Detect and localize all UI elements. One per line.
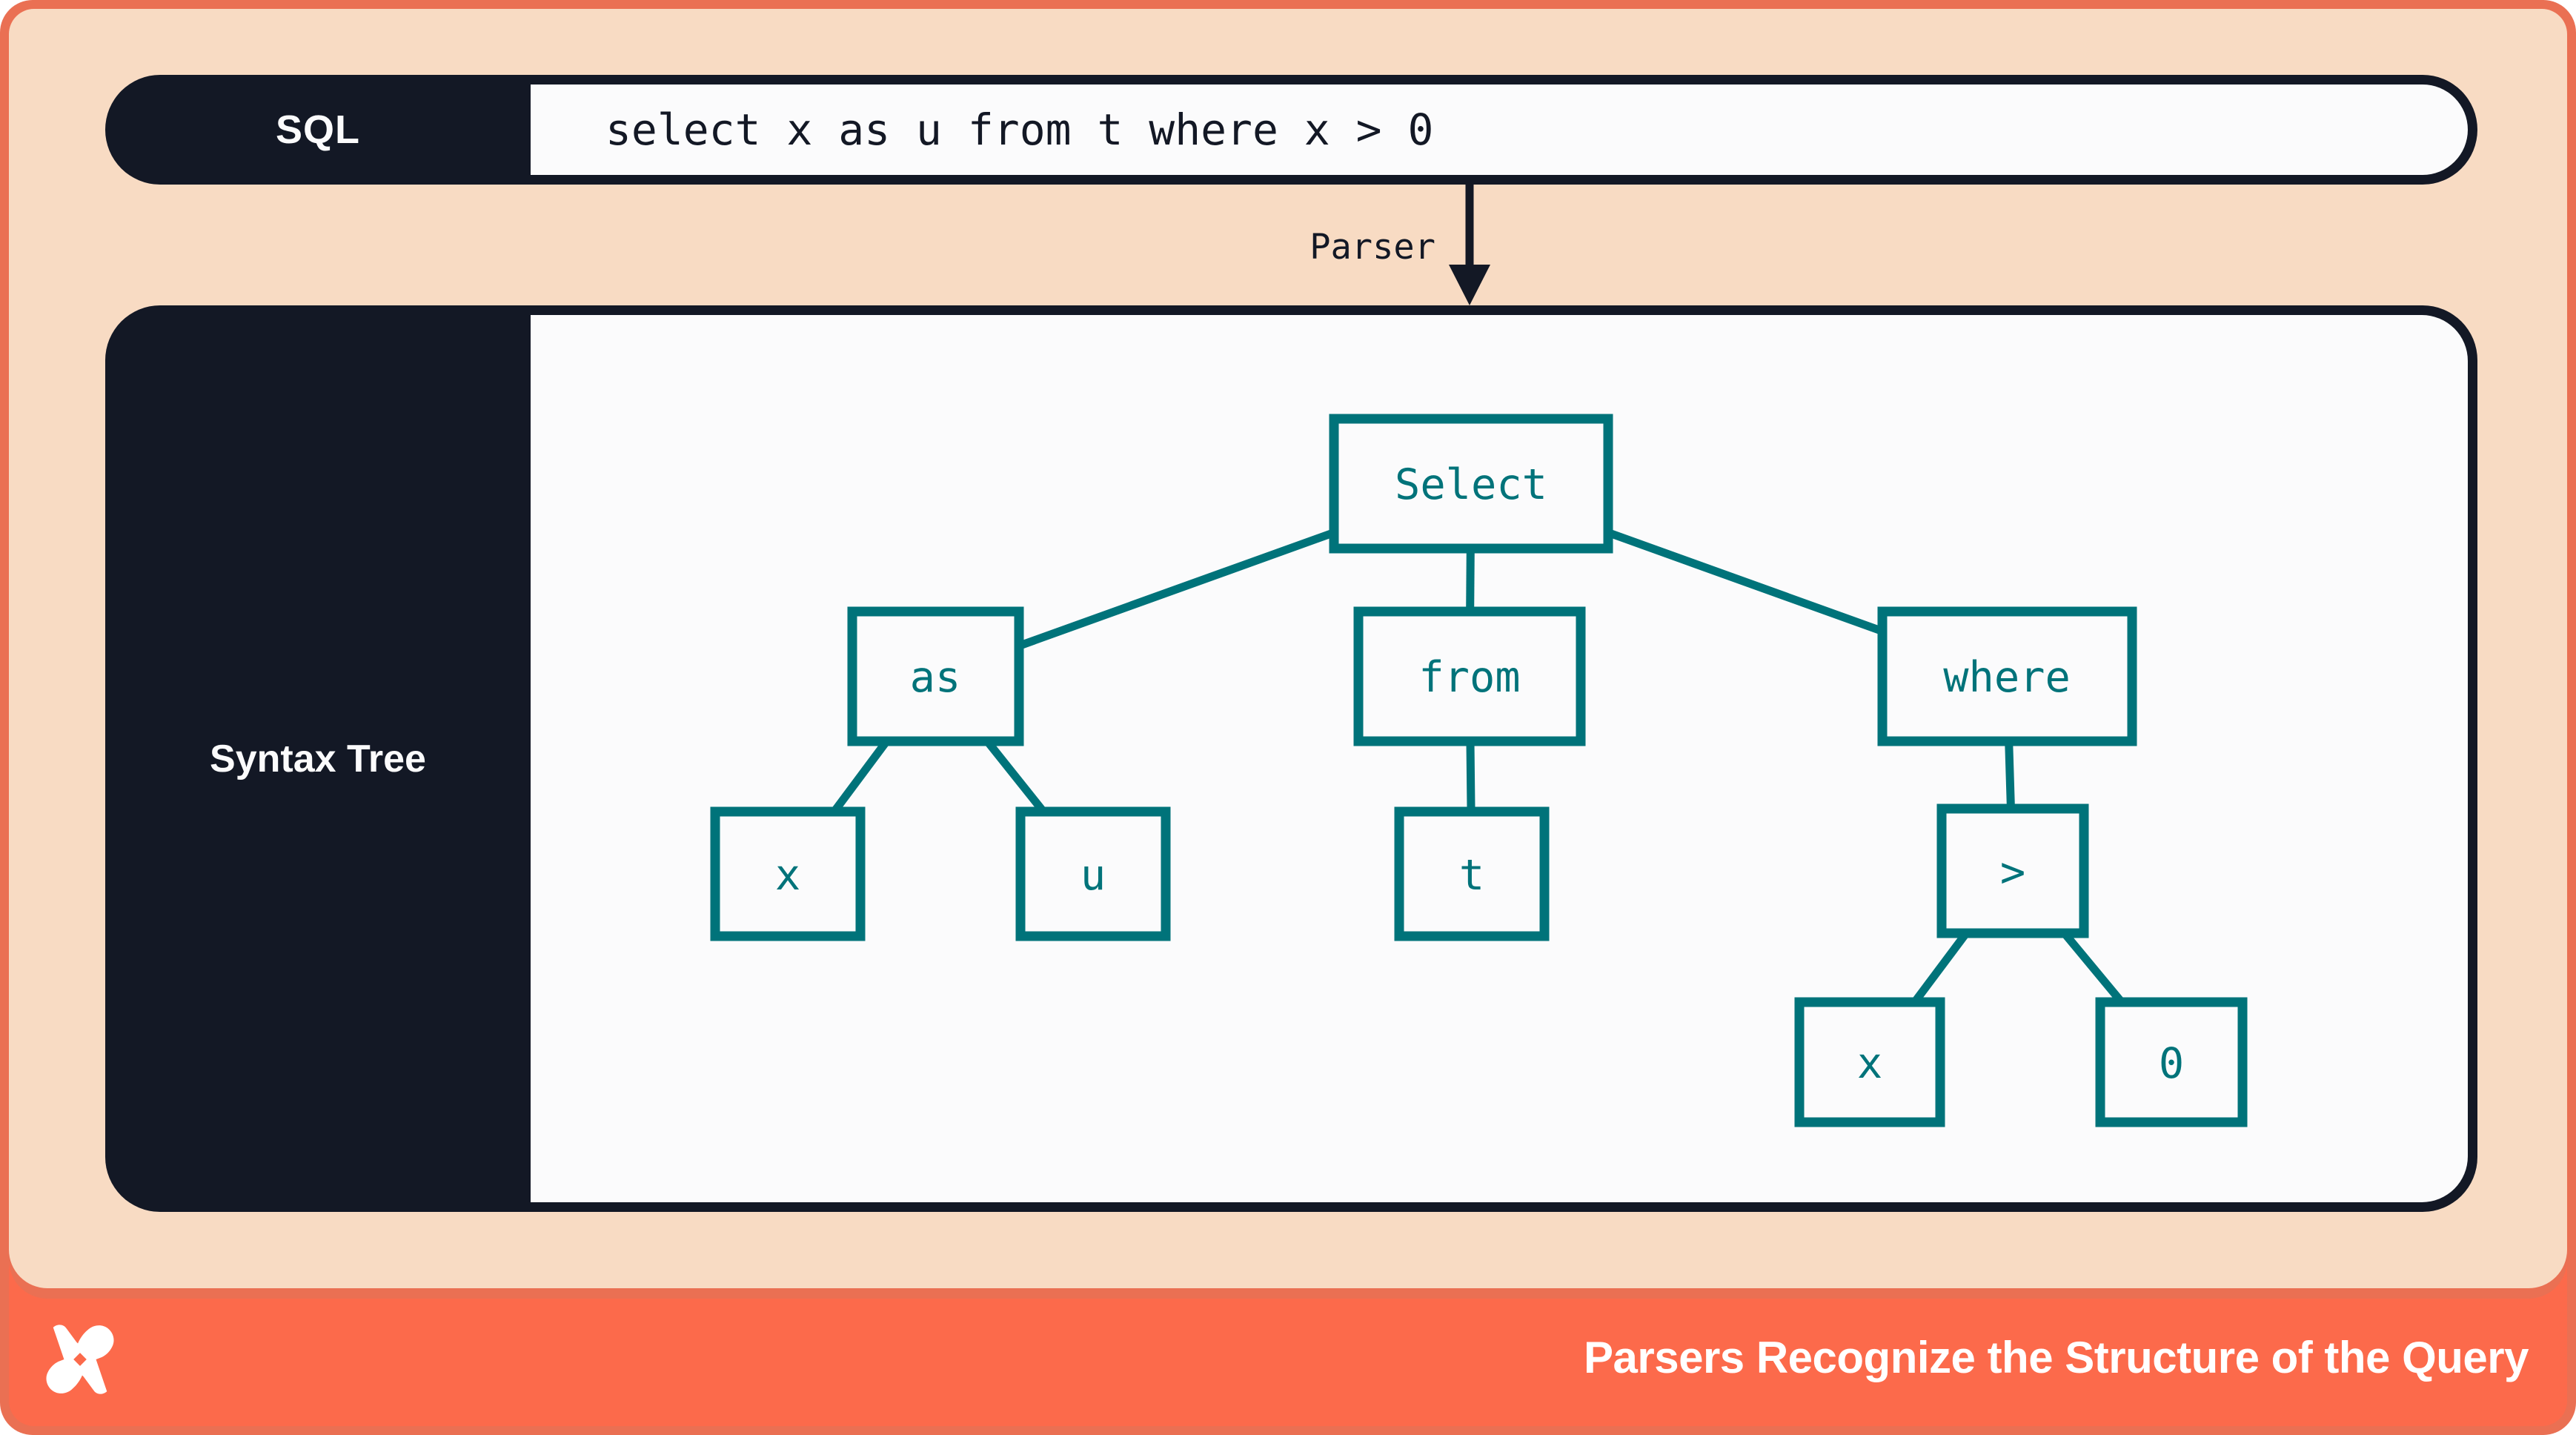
- tree-node-zero: 0: [2095, 997, 2248, 1127]
- tree-node-t: t: [1394, 806, 1550, 941]
- tree-node-as: as: [847, 606, 1024, 746]
- svg-text:from: from: [1418, 653, 1520, 702]
- content-area: SQL select x as u from t where x > 0 Par…: [9, 9, 2567, 1288]
- sql-label: SQL: [105, 75, 531, 185]
- tree-node-from: from: [1353, 606, 1586, 746]
- svg-text:0: 0: [2159, 1039, 2184, 1088]
- tree-node-where: where: [1877, 606, 2137, 746]
- footer-bar: Parsers Recognize the Structure of the Q…: [9, 1288, 2567, 1426]
- syntax-tree-diagram: Select as from where: [710, 414, 2248, 1127]
- tree-node-gt: >: [1936, 803, 2089, 938]
- dbt-logo-icon: [46, 1325, 114, 1394]
- tree-node-x-under-as: x: [710, 806, 866, 941]
- svg-text:Select: Select: [1395, 460, 1547, 509]
- sql-query-panel: select x as u from t where x > 0: [531, 84, 2468, 175]
- tree-node-select: Select: [1329, 414, 1613, 554]
- sql-label-text: SQL: [275, 107, 360, 152]
- parser-label: Parser: [1309, 227, 1435, 268]
- tree-node-x-under-gt: x: [1794, 997, 1945, 1127]
- svg-text:x: x: [1857, 1039, 1882, 1088]
- parser-arrow-icon: [1449, 185, 1490, 305]
- svg-text:u: u: [1080, 851, 1106, 900]
- tree-edges: [784, 479, 2175, 1065]
- sql-query-text: select x as u from t where x > 0: [605, 105, 1434, 155]
- syntax-tree-label-text: Syntax Tree: [210, 737, 426, 781]
- syntax-tree-label: Syntax Tree: [105, 305, 531, 1212]
- svg-text:t: t: [1459, 851, 1484, 900]
- svg-text:where: where: [1943, 653, 2071, 702]
- syntax-tree-panel: Syntax Tree: [105, 305, 2477, 1212]
- sql-bar: SQL select x as u from t where x > 0: [105, 75, 2477, 185]
- svg-text:>: >: [2000, 848, 2025, 897]
- footer-title: Parsers Recognize the Structure of the Q…: [1583, 1332, 2529, 1382]
- tree-node-u: u: [1015, 806, 1171, 941]
- svg-text:as: as: [910, 653, 961, 702]
- svg-text:x: x: [775, 851, 800, 900]
- slide-inner: SQL select x as u from t where x > 0 Par…: [9, 9, 2567, 1426]
